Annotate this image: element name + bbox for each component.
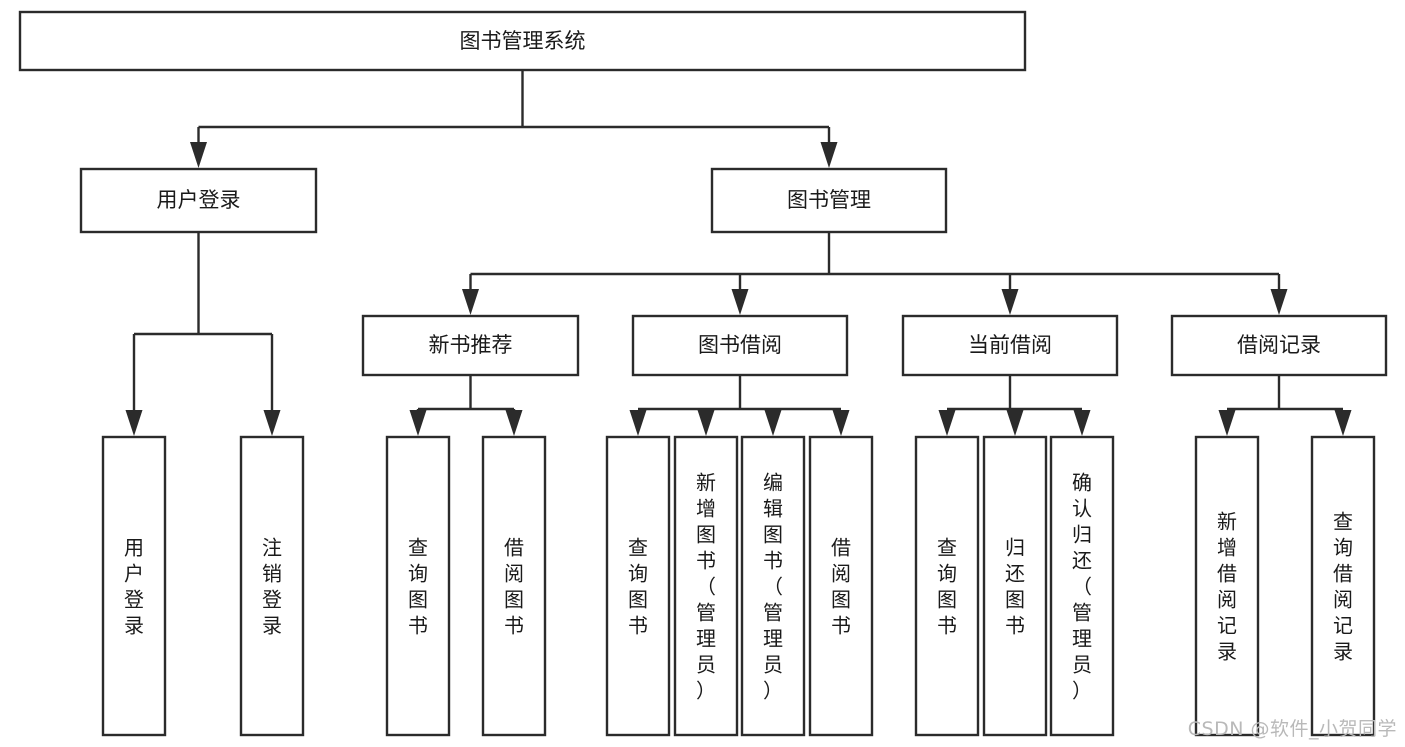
node-borrow-records-box[interactable] bbox=[1170, 314, 1388, 377]
leaf-query-book-rec-box[interactable] bbox=[385, 435, 451, 737]
node-book-management-box[interactable] bbox=[710, 167, 948, 234]
leaf-query-book-borrow-box[interactable] bbox=[605, 435, 671, 737]
node-borrow-records[interactable]: 借阅记录 bbox=[1170, 314, 1388, 377]
connector-group-book-mgmt bbox=[462, 232, 1288, 315]
leaf-edit-book-admin[interactable]: 编辑图书（管理员） bbox=[740, 435, 806, 737]
leaf-query-book-current-label: 查询图书 bbox=[937, 535, 957, 637]
leaf-confirm-return-admin[interactable]: 确认归还（管理员） bbox=[1049, 435, 1115, 737]
leaf-query-book-current-box[interactable] bbox=[914, 435, 980, 737]
node-borrow-records-label: 借阅记录 bbox=[1237, 333, 1321, 357]
leaf-user-login-box[interactable] bbox=[101, 435, 167, 737]
leaf-return-book-box[interactable] bbox=[982, 435, 1048, 737]
leaf-add-borrow-record-label: 新增借阅记录 bbox=[1217, 509, 1237, 663]
arrow-head-return-book bbox=[1006, 410, 1024, 436]
arrow-head-query-book-1 bbox=[409, 410, 427, 436]
arrow-head-borrow-book-2 bbox=[832, 410, 850, 436]
leaf-logout-box[interactable] bbox=[239, 435, 305, 737]
leaf-add-book-admin-label: 新增图书（管理员） bbox=[696, 470, 716, 702]
connector-group-new-book-rec bbox=[409, 375, 523, 436]
node-current-borrow[interactable]: 当前借阅 bbox=[901, 314, 1119, 377]
arrow-head-add-record bbox=[1218, 410, 1236, 436]
node-new-book-recommend-box[interactable] bbox=[361, 314, 580, 377]
leaf-add-borrow-record[interactable]: 新增借阅记录 bbox=[1194, 435, 1260, 737]
connector-group-borrow-records bbox=[1218, 375, 1352, 436]
leaf-logout-label: 注销登录 bbox=[262, 535, 282, 637]
connector-group-root bbox=[190, 70, 838, 168]
arrow-head-new-book-rec bbox=[462, 289, 479, 315]
leaf-confirm-return-admin-label: 确认归还（管理员） bbox=[1072, 470, 1092, 702]
node-root-system[interactable]: 图书管理系统 bbox=[18, 10, 1027, 72]
node-book-management-label: 图书管理 bbox=[787, 188, 871, 212]
node-current-borrow-label: 当前借阅 bbox=[968, 333, 1052, 357]
node-new-book-recommend-label: 新书推荐 bbox=[429, 333, 513, 357]
leaf-confirm-return-admin-box[interactable] bbox=[1049, 435, 1115, 737]
leaf-borrow-book-box[interactable] bbox=[808, 435, 874, 737]
leaf-logout[interactable]: 注销登录 bbox=[239, 435, 305, 737]
arrow-head-add-book bbox=[697, 410, 715, 436]
node-book-management[interactable]: 图书管理 bbox=[710, 167, 948, 234]
node-root-system-label: 图书管理系统 bbox=[460, 29, 586, 53]
leaf-borrow-book[interactable]: 借阅图书 bbox=[808, 435, 874, 737]
node-current-borrow-box[interactable] bbox=[901, 314, 1119, 377]
leaf-edit-book-admin-box[interactable] bbox=[740, 435, 806, 737]
arrow-head-leaf-user-login bbox=[125, 410, 143, 436]
arrow-head-query-book-3 bbox=[938, 410, 956, 436]
arrow-head-borrow-records bbox=[1270, 289, 1288, 315]
leaf-user-login-label: 用户登录 bbox=[124, 535, 144, 637]
leaf-query-book-borrow-label: 查询图书 bbox=[628, 535, 648, 637]
csdn-watermark: CSDN @软件_小贺同学 bbox=[1187, 718, 1397, 740]
leaf-return-book-label: 归还图书 bbox=[1005, 535, 1025, 637]
leaf-query-borrow-record-label: 查询借阅记录 bbox=[1333, 509, 1353, 663]
arrow-head-leaf-logout bbox=[263, 410, 281, 436]
leaf-query-book-rec-label: 查询图书 bbox=[408, 535, 428, 637]
leaf-borrow-book-rec-box[interactable] bbox=[481, 435, 547, 737]
connector-group-user-login bbox=[125, 232, 281, 436]
node-book-borrow[interactable]: 图书借阅 bbox=[631, 314, 849, 377]
node-user-login-box[interactable] bbox=[79, 167, 318, 234]
arrow-head-query-record bbox=[1334, 410, 1352, 436]
arrow-head-book-mgmt bbox=[820, 142, 838, 168]
leaf-borrow-book-label: 借阅图书 bbox=[831, 535, 851, 637]
node-book-borrow-label: 图书借阅 bbox=[698, 333, 782, 357]
node-new-book-recommend[interactable]: 新书推荐 bbox=[361, 314, 580, 377]
connector-group-book-borrow bbox=[629, 375, 850, 436]
leaf-query-book-borrow[interactable]: 查询图书 bbox=[605, 435, 671, 737]
leaf-user-login[interactable]: 用户登录 bbox=[101, 435, 167, 737]
leaf-query-borrow-record[interactable]: 查询借阅记录 bbox=[1310, 435, 1376, 737]
leaf-query-book-current[interactable]: 查询图书 bbox=[914, 435, 980, 737]
arrow-head-user-login bbox=[190, 142, 207, 168]
arrow-head-query-book-2 bbox=[629, 410, 647, 436]
arrow-head-book-borrow bbox=[731, 289, 749, 315]
node-user-login[interactable]: 用户登录 bbox=[79, 167, 318, 234]
leaf-query-book-rec[interactable]: 查询图书 bbox=[385, 435, 451, 737]
node-root-system-box[interactable] bbox=[18, 10, 1027, 72]
leaf-return-book[interactable]: 归还图书 bbox=[982, 435, 1048, 737]
leaf-borrow-book-rec-label: 借阅图书 bbox=[504, 535, 524, 637]
leaf-add-book-admin-box[interactable] bbox=[673, 435, 739, 737]
leaf-borrow-book-rec[interactable]: 借阅图书 bbox=[481, 435, 547, 737]
arrow-head-current-borrow bbox=[1001, 289, 1019, 315]
connector-group-current-borrow bbox=[938, 375, 1091, 436]
leaf-query-borrow-record-box[interactable] bbox=[1310, 435, 1376, 737]
arrow-head-borrow-book-1 bbox=[505, 410, 523, 436]
arrow-head-edit-book bbox=[764, 410, 782, 436]
node-book-borrow-box[interactable] bbox=[631, 314, 849, 377]
arrow-head-confirm-return bbox=[1073, 410, 1091, 436]
leaf-add-borrow-record-box[interactable] bbox=[1194, 435, 1260, 737]
node-user-login-label: 用户登录 bbox=[157, 188, 241, 212]
leaf-add-book-admin[interactable]: 新增图书（管理员） bbox=[673, 435, 739, 737]
leaf-edit-book-admin-label: 编辑图书（管理员） bbox=[763, 470, 783, 702]
